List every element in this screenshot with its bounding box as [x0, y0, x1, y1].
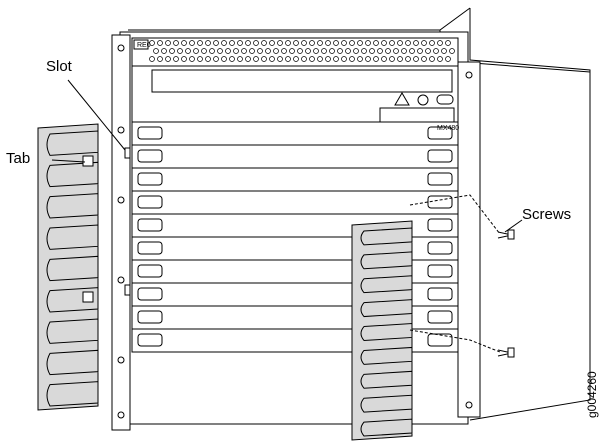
- ejector-handle: [427, 333, 453, 347]
- ejector-handle: [137, 241, 163, 255]
- screws-callout: Screws: [522, 206, 572, 223]
- ejector-handle: [427, 287, 453, 301]
- ejector-handle: [137, 310, 163, 324]
- ejector-handle: [427, 149, 453, 163]
- card-slot: [131, 144, 459, 169]
- slot: [124, 284, 131, 296]
- alignment-guides: [409, 194, 501, 353]
- ejector-handle: [427, 264, 453, 278]
- ejector-handle: [137, 195, 163, 209]
- craft-interface: [131, 65, 459, 123]
- fan-grille: [131, 37, 459, 67]
- ejector-handle: [427, 310, 453, 324]
- figure-id: g004260: [585, 371, 599, 418]
- ejector-handle: [137, 126, 163, 140]
- re-label: RE0: [137, 42, 151, 49]
- ejector-handle: [427, 195, 453, 209]
- screw: [497, 229, 515, 240]
- ejector-handle: [427, 241, 453, 255]
- ejector-handle: [137, 287, 163, 301]
- model-label: MX480: [437, 125, 459, 132]
- tab: [82, 155, 94, 167]
- screws-leader-line: [504, 219, 523, 233]
- screw: [497, 347, 515, 358]
- ejector-handle: [137, 218, 163, 232]
- card-slot: [131, 190, 459, 215]
- slot-callout: Slot: [46, 58, 72, 75]
- card-slot: [131, 121, 459, 146]
- tab-leader-line: [51, 159, 86, 163]
- ejector-handle: [427, 172, 453, 186]
- ejector-handle: [427, 126, 453, 140]
- left-cable-manager: [37, 123, 99, 411]
- tab-callout: Tab: [6, 150, 31, 167]
- card-slot: [131, 167, 459, 192]
- ejector-handle: [427, 218, 453, 232]
- slot: [124, 147, 131, 159]
- tab: [82, 291, 94, 303]
- ejector-handle: [137, 149, 163, 163]
- right-cable-manager: [351, 220, 413, 441]
- ejector-handle: [137, 333, 163, 347]
- ejector-handle: [137, 264, 163, 278]
- ejector-handle: [137, 172, 163, 186]
- slot-leader-line: [67, 79, 126, 151]
